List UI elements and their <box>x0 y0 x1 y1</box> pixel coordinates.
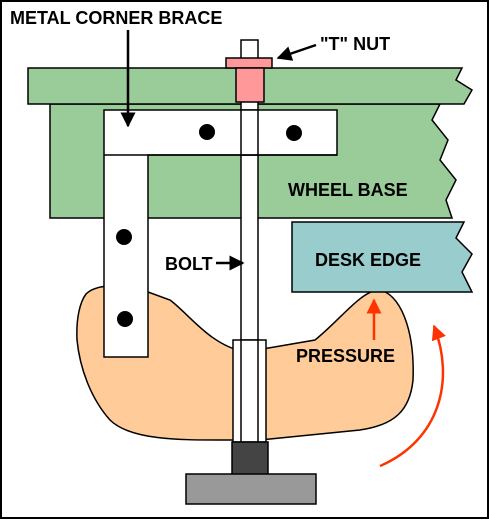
label-pressure: PRESSURE <box>296 346 395 366</box>
brace-hole <box>117 311 133 327</box>
brace-hole <box>286 125 302 141</box>
label-desk-edge: DESK EDGE <box>315 250 421 270</box>
pressure-arrow-curve <box>379 324 446 468</box>
bolt-foot <box>185 473 317 505</box>
label-wheel-base: WHEEL BASE <box>288 180 408 200</box>
label-tnut: "T" NUT <box>320 34 390 54</box>
t-nut-flange <box>225 57 273 69</box>
tnut-pointer-arrow <box>276 43 317 61</box>
bolt-knob <box>231 441 269 477</box>
bolt-lower <box>240 339 259 443</box>
bolt-through-brace <box>240 109 259 156</box>
label-bolt: BOLT <box>165 254 213 274</box>
brace-hole <box>199 124 215 140</box>
t-nut-barrel <box>235 67 265 103</box>
brace-hole <box>116 229 132 245</box>
label-brace: METAL CORNER BRACE <box>10 8 222 28</box>
desk-edge <box>291 221 474 293</box>
